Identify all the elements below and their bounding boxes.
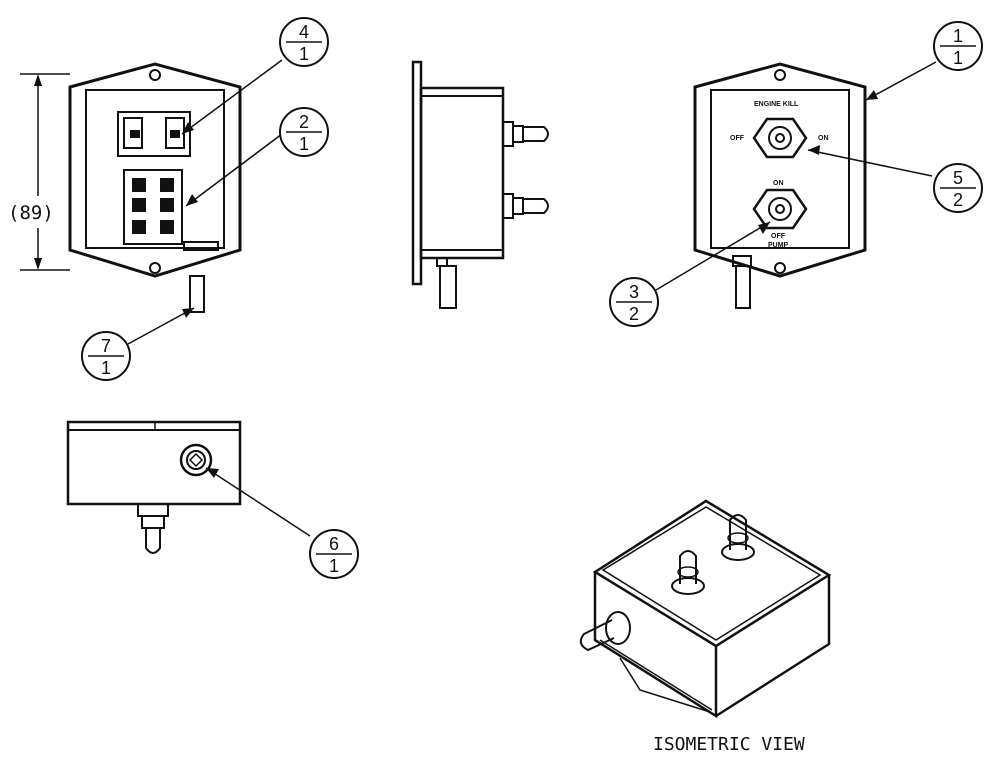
height-dimension: (89)	[8, 73, 70, 271]
pump-switch	[752, 188, 808, 230]
balloon-bottom: 1	[329, 556, 339, 576]
balloon-top: 3	[629, 282, 639, 302]
isometric-view: ISOMETRIC VIEW	[579, 499, 832, 755]
engine-kill-label: ENGINE KILL	[754, 101, 799, 108]
leader-lines	[127, 59, 937, 537]
connector	[123, 169, 219, 251]
balloon-1-1: 1 1	[933, 21, 983, 71]
terminal-block	[117, 111, 191, 157]
balloon-top: 1	[953, 26, 963, 46]
balloon-bottom: 2	[629, 304, 639, 324]
side-view	[411, 60, 549, 309]
pump-label: PUMP	[768, 242, 789, 249]
balloon-5-2: 5 2	[933, 163, 983, 213]
balloon-top: 5	[953, 168, 963, 188]
balloon-top: 2	[299, 112, 309, 132]
balloon-7-1: 7 1	[81, 331, 131, 381]
balloon-3-2: 3 2	[609, 277, 659, 327]
balloon-top: 7	[101, 336, 111, 356]
lower-on-label: ON	[773, 180, 784, 187]
on-label: ON	[818, 135, 829, 142]
balloon-bottom: 1	[299, 44, 309, 64]
balloon-top: 6	[329, 534, 339, 554]
balloon-bottom: 1	[101, 358, 111, 378]
balloon-top: 4	[299, 22, 309, 42]
isometric-caption: ISOMETRIC VIEW	[653, 734, 805, 755]
iso-switch-2	[721, 514, 755, 561]
balloon-4-1: 4 1	[279, 17, 329, 67]
balloon-6-1: 6 1	[309, 529, 359, 579]
dimension-label: (89)	[8, 202, 54, 224]
bottom-view	[66, 420, 242, 554]
balloon-bottom: 1	[299, 134, 309, 154]
rear-view: (89)	[8, 62, 242, 313]
iso-switch-1	[671, 550, 705, 595]
balloon-bottom: 1	[953, 48, 963, 68]
balloon-2-1: 2 1	[279, 107, 329, 157]
balloon-bottom: 2	[953, 190, 963, 210]
lower-off-label: OFF	[771, 233, 786, 240]
engine-kill-switch	[752, 117, 808, 159]
front-view: ENGINE KILL OFF ON ON OFF PUMP	[693, 62, 867, 309]
off-label: OFF	[730, 135, 745, 142]
